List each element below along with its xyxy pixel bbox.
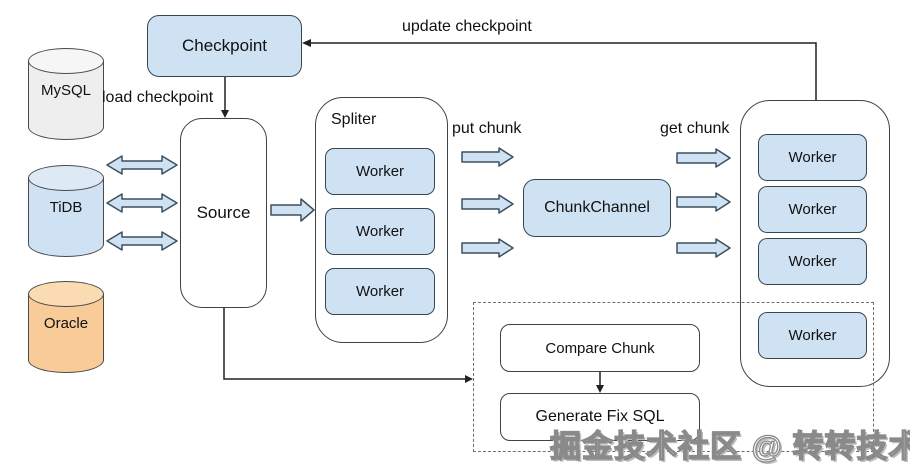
spliter-worker-2: Worker [325,208,435,255]
checkpoint-node: Checkpoint [147,15,302,77]
mysql-database: MySQL [28,48,104,140]
get-chunk-arrow-3 [676,238,731,258]
put-chunk-arrow-2 [461,194,514,214]
edge-update-checkpoint [309,42,817,100]
tidb-cylinder-top [28,165,104,191]
update-checkpoint-label: update checkpoint [402,18,532,35]
pool-worker-3: Worker [758,238,867,285]
load-checkpoint-label: load checkpoint [102,89,214,106]
get-chunk-arrow-2 [676,192,731,212]
arrowhead-update-checkpoint [302,39,311,47]
spliter-worker-3: Worker [325,268,435,315]
pool-worker-4: Worker [758,312,867,359]
watermark-text: 掘金技术社区 @ 转转技术团队 [549,428,910,464]
oracle-label: Oracle [43,315,89,332]
generate-fix-sql-node: Generate Fix SQL [500,393,700,441]
arrowhead-checkpoint-to-source [221,110,229,118]
arrow-source-to-spliter [270,198,315,222]
mysql-label: MySQL [40,82,91,99]
tidb-database: TiDB [28,165,104,257]
compare-region-dashed-box [473,302,874,452]
double-arrows-tidb-source [106,155,178,251]
tidb-cylinder-body [28,178,104,257]
oracle-cylinder-top [28,281,104,307]
spliter-title: Spliter [331,111,377,128]
put-chunk-arrow-3 [461,238,514,258]
double-arrow-1 [106,155,178,175]
get-chunk-arrows [676,148,731,258]
spliter-worker-1: Worker [325,148,435,195]
mysql-cylinder-body [28,61,104,140]
arrowhead-source-to-compare [465,375,473,383]
double-arrow-3 [106,231,178,251]
get-chunk-arrow-1 [676,148,731,168]
compare-chunk-node: Compare Chunk [500,324,700,372]
chunk-channel-node: ChunkChannel [523,179,671,237]
put-chunk-arrows [461,147,514,258]
pool-worker-2: Worker [758,186,867,233]
tidb-label: TiDB [49,199,83,216]
mysql-cylinder-top [28,48,104,74]
pool-worker-1: Worker [758,134,867,181]
source-node: Source [180,118,267,308]
oracle-database: Oracle [28,281,104,373]
put-chunk-label: put chunk [452,120,522,137]
double-arrow-2 [106,193,178,213]
get-chunk-label: get chunk [660,120,730,137]
oracle-cylinder-body [28,294,104,373]
put-chunk-arrow-1 [461,147,514,167]
